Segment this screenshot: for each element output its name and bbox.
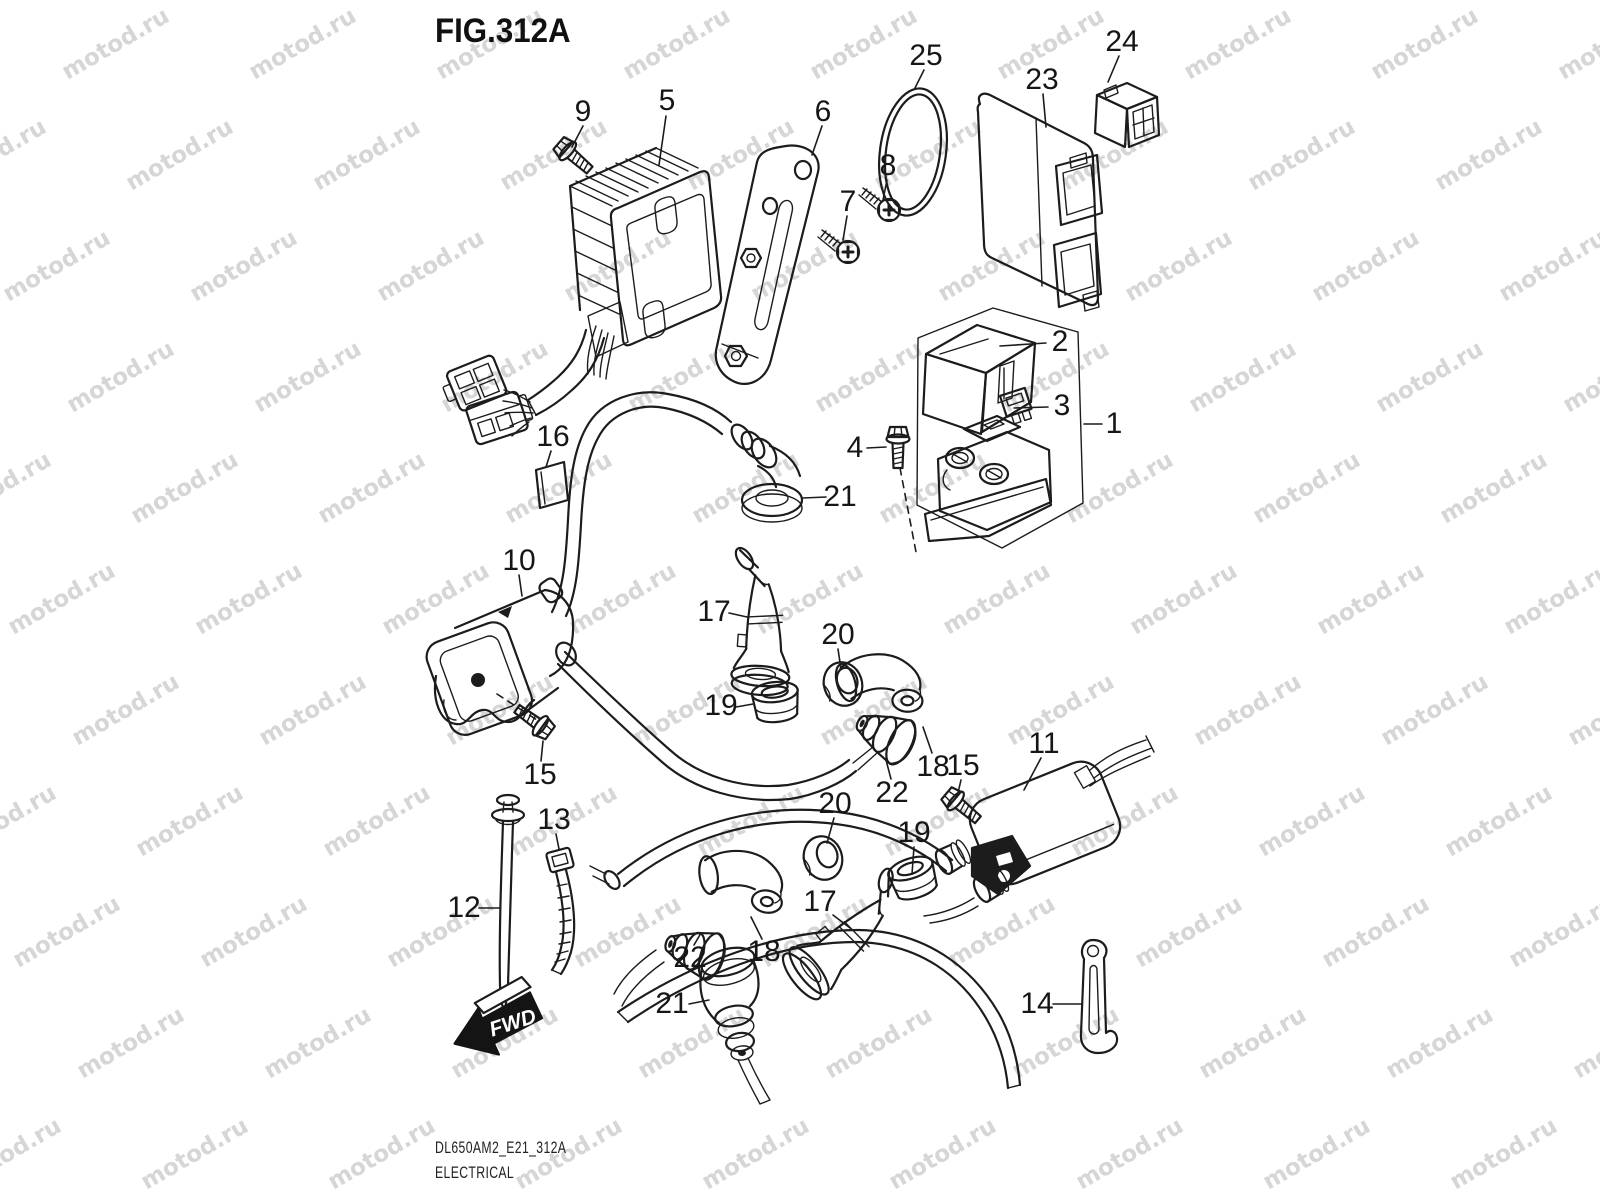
part-label-7-4: 7 <box>839 185 857 218</box>
part-label-16-12: 16 <box>536 420 570 453</box>
part-25-oring <box>878 87 948 217</box>
footer: DL650AM2_E21_312A ELECTRICAL <box>435 1136 566 1185</box>
part-label-19-26: 19 <box>897 816 931 849</box>
part-23-ecu <box>976 92 1104 312</box>
harness-cables <box>589 808 1022 1090</box>
wire-22-rear <box>613 949 665 1007</box>
part-label-20-16: 20 <box>821 618 855 651</box>
figure-title: FIG.312A <box>435 12 571 50</box>
part-label-17-27: 17 <box>803 885 837 918</box>
part-label-12-23: 12 <box>447 891 481 924</box>
part-21-cap-rear <box>699 946 771 1105</box>
part-label-4-11: 4 <box>846 431 864 464</box>
part-label-14-31: 14 <box>1020 987 1054 1020</box>
part-label-24-7: 24 <box>1105 25 1139 58</box>
part-label-15-18: 15 <box>523 758 557 791</box>
part-10-coil-front <box>425 577 577 736</box>
part-label-15-21: 15 <box>946 749 980 782</box>
part-14-strap <box>1079 938 1119 1055</box>
part-label-10-14: 10 <box>502 544 536 577</box>
part-label-8-3: 8 <box>879 149 897 182</box>
part-16-pad <box>534 460 570 510</box>
part-label-22-28: 22 <box>673 941 707 974</box>
part-label-22-19: 22 <box>875 776 909 809</box>
part-1-relay-assembly <box>899 307 1084 553</box>
part-label-9-0: 9 <box>574 95 592 128</box>
relay-body <box>923 414 1053 543</box>
part-label-3-9: 3 <box>1053 389 1071 422</box>
part-label-1-10: 1 <box>1105 407 1123 440</box>
part-label-23-6: 23 <box>1025 63 1059 96</box>
part-24-connector <box>1093 81 1161 149</box>
leader-lines <box>478 55 1120 1005</box>
footer-name: ELECTRICAL <box>435 1162 515 1182</box>
part-6-bracket <box>714 144 820 385</box>
part-label-6-2: 6 <box>814 95 832 128</box>
part-label-18-29: 18 <box>747 935 781 968</box>
part-label-13-24: 13 <box>537 803 571 836</box>
part-label-21-30: 21 <box>655 987 689 1020</box>
part-21-cap-top <box>730 423 804 523</box>
part-label-25-5: 25 <box>909 39 943 72</box>
part-label-18-20: 18 <box>916 750 950 783</box>
part-label-19-17: 19 <box>704 689 738 722</box>
part-label-17-15: 17 <box>697 595 731 628</box>
part-label-11-22: 11 <box>1028 727 1060 760</box>
part-label-21-13: 21 <box>823 480 857 513</box>
coil-wire-front <box>550 391 733 618</box>
part-label-2-8: 2 <box>1051 325 1069 358</box>
part-11-coil-rear <box>934 735 1155 903</box>
part-label-20-25: 20 <box>818 787 852 820</box>
footer-code: DL650AM2_E21_312A <box>435 1138 567 1157</box>
part-label-5-1: 5 <box>658 84 676 117</box>
part-3-fuse <box>998 386 1033 425</box>
part-5-regulator <box>442 146 723 446</box>
part-13-cable-tie <box>545 846 576 976</box>
